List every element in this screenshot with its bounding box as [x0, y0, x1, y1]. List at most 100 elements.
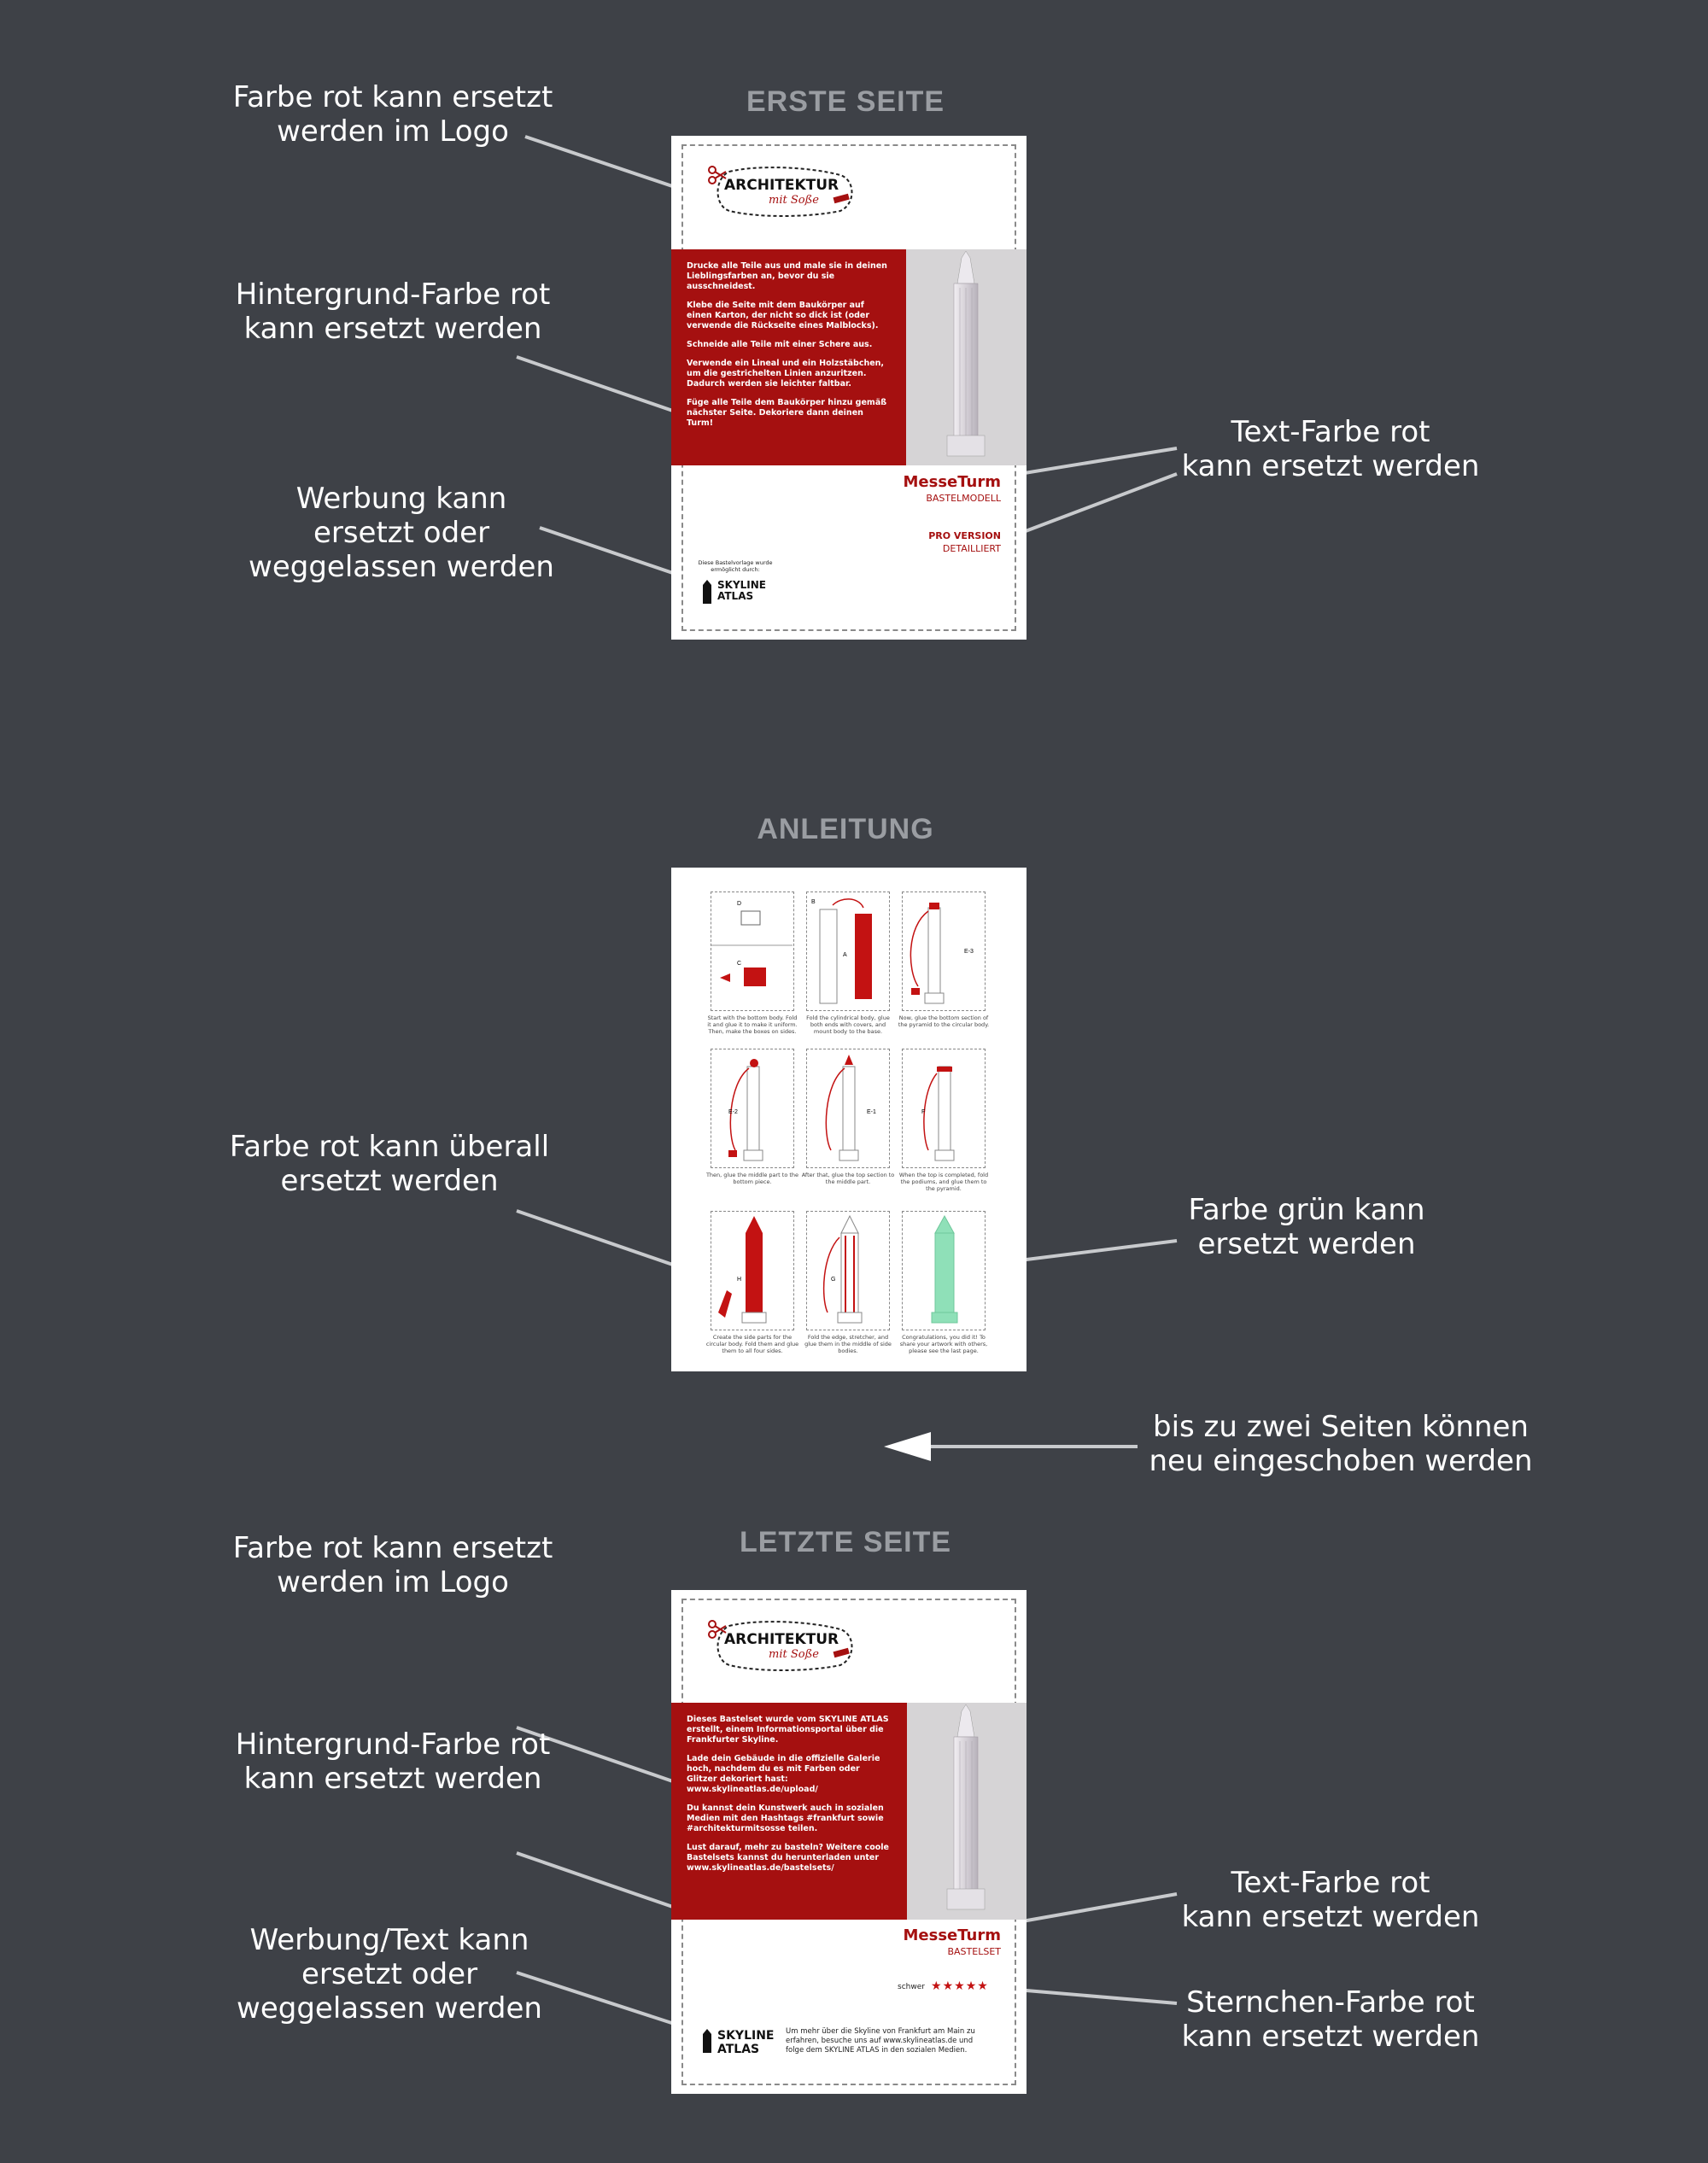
- step-illustration: [910, 903, 945, 1004]
- section-title-instructions: ANLEITUNG: [757, 813, 934, 845]
- logo-graphic: [708, 1620, 853, 1671]
- note-first-ad: Werbung kann ersetzt oder weggelassen we…: [231, 482, 572, 584]
- note-line: weggelassen werden: [249, 550, 554, 584]
- skyline-atlas-icon: [703, 580, 711, 604]
- part-label: H: [737, 1277, 742, 1283]
- note-line: werden im Logo: [277, 1565, 509, 1599]
- logo-word: ATLAS: [717, 590, 754, 602]
- star-icon: ★: [942, 1979, 955, 1992]
- note-line: Farbe rot kann überall: [229, 1130, 550, 1164]
- note-line: kann ersetzt werden: [1181, 2020, 1480, 2054]
- note-line: Hintergrund-Farbe rot: [235, 278, 551, 312]
- note-instructions-red: Farbe rot kann überall ersetzt werden: [219, 1130, 560, 1198]
- step-caption: When the top is completed, fold the podi…: [898, 1172, 989, 1192]
- step-illustration: [931, 1214, 958, 1324]
- messeturm-model-image: [946, 250, 986, 457]
- note-last-stars: Sternchen-Farbe rot kann ersetzt werden: [1160, 1985, 1501, 2054]
- instructions-page-preview: D C B A E-3 Start with the bottom body. …: [671, 868, 1027, 1371]
- note-last-ad: Werbung/Text kann ersetzt oder weggelass…: [219, 1923, 560, 2026]
- sponsor-note: Diese Bastelvorlage wurde ermöglicht dur…: [698, 559, 773, 573]
- note-first-background: Hintergrund-Farbe rot kann ersetzt werde…: [222, 278, 564, 346]
- paragraph: Verwende ein Lineal und ein Holzstäbchen…: [687, 359, 885, 389]
- note-line: Text-Farbe rot: [1231, 1866, 1430, 1900]
- step-caption: Create the side parts for the circular b…: [705, 1334, 799, 1354]
- first-page-preview: ARCHITEKTUR mit Soße Drucke alle Teile a…: [671, 136, 1027, 640]
- step-illustration: [728, 1059, 763, 1161]
- star-icon: ★: [965, 1979, 978, 1992]
- step-cell-2: B A: [806, 892, 890, 1011]
- note-line: ersetzt werden: [280, 1164, 499, 1198]
- step-caption: Start with the bottom body. Fold it and …: [707, 1014, 798, 1035]
- note-last-background: Hintergrund-Farbe rot kann ersetzt werde…: [222, 1727, 564, 1796]
- note-line: ersetzt oder: [301, 1957, 478, 1991]
- step-cell-3: E-3: [902, 892, 986, 1011]
- step-cell-8: G: [806, 1211, 890, 1330]
- step-caption: Fold the edge, stretcher, and glue them …: [804, 1334, 892, 1354]
- scissors-icon: [708, 1620, 727, 1639]
- step-cell-6: F: [902, 1049, 986, 1168]
- scissors-icon: [708, 166, 727, 184]
- last-page-preview: ARCHITEKTUR mit Soße Dieses Bastelset wu…: [671, 1590, 1027, 2094]
- logo-graphic: [708, 166, 853, 217]
- info-red-box: Dieses Bastelset wurde vom SKYLINE ATLAS…: [671, 1703, 907, 1920]
- note-line: kann ersetzt werden: [1181, 1900, 1480, 1934]
- note-instructions-green: Farbe grün kann ersetzt werden: [1136, 1193, 1477, 1261]
- part-label: E-3: [964, 949, 974, 955]
- step-cell-5: E-1: [806, 1049, 890, 1168]
- note-line: bis zu zwei Seiten können: [1153, 1410, 1529, 1444]
- star-icon: ★: [954, 1979, 966, 1992]
- star-icon: ★: [977, 1979, 989, 1992]
- step-caption: Congratulations, you did it! To share yo…: [899, 1334, 988, 1354]
- part-label: G: [831, 1277, 836, 1283]
- skyline-atlas-logo: SKYLINE ATLAS: [717, 580, 766, 602]
- model-title: MesseTurm: [903, 473, 1001, 491]
- step-caption: Fold the cylindrical body, glue both end…: [806, 1014, 890, 1035]
- note-line: Werbung/Text kann: [249, 1923, 529, 1957]
- step-illustration: [825, 1055, 859, 1161]
- part-label: A: [843, 952, 847, 958]
- part-label: D: [737, 901, 742, 907]
- note-line: Text-Farbe rot: [1231, 415, 1430, 449]
- step-illustration: [819, 898, 872, 1004]
- logo-word: ATLAS: [717, 2043, 760, 2056]
- note-last-logo: Farbe rot kann ersetzt werden im Logo: [222, 1531, 564, 1599]
- logo-word: SKYLINE: [717, 2029, 775, 2043]
- skyline-atlas-icon: [703, 2029, 711, 2053]
- paragraph: Drucke alle Teile aus und male sie in de…: [687, 261, 887, 291]
- note-line: ersetzt werden: [1197, 1227, 1416, 1261]
- note-line: kann ersetzt werden: [243, 1762, 542, 1796]
- architektur-logo: ARCHITEKTUR mit Soße: [705, 1616, 857, 1675]
- paragraph: Füge alle Teile dem Baukörper hinzu gemä…: [687, 398, 887, 428]
- difficulty-label: schwer: [898, 1983, 925, 1991]
- note-insert-pages: bis zu zwei Seiten können neu eingeschob…: [1144, 1410, 1537, 1478]
- paragraph: Schneide alle Teile mit einer Schere aus…: [687, 340, 873, 349]
- step-illustration: [711, 910, 793, 986]
- part-label: C: [737, 961, 742, 967]
- step-caption: Now, glue the bottom section of the pyra…: [898, 1014, 990, 1028]
- logo-line-2: mit Soße: [769, 194, 819, 207]
- step-illustration: [822, 1214, 863, 1324]
- paragraph: Du kannst dein Kunstwerk auch in soziale…: [687, 1803, 884, 1833]
- note-first-logo: Farbe rot kann ersetzt werden im Logo: [222, 80, 564, 149]
- model-subtitle: BASTELMODELL: [926, 493, 1001, 504]
- skyline-atlas-logo: SKYLINE ATLAS: [717, 2029, 774, 2056]
- logo-line-1: ARCHITEKTUR: [724, 177, 839, 194]
- version-detail: DETAILLIERT: [942, 543, 1001, 554]
- logo-line-1: ARCHITEKTUR: [724, 1631, 839, 1648]
- part-label: E-1: [867, 1109, 876, 1115]
- architektur-logo: ARCHITEKTUR mit Soße: [705, 161, 857, 221]
- part-label: E-2: [728, 1109, 738, 1115]
- version-label: PRO VERSION: [928, 530, 1001, 541]
- section-title-first-page: ERSTE SEITE: [746, 85, 945, 118]
- step-cell-7: H: [711, 1211, 794, 1330]
- model-title: MesseTurm: [903, 1926, 1001, 1944]
- step-cell-4: E-2: [711, 1049, 794, 1168]
- note-line: Farbe rot kann ersetzt: [232, 1531, 553, 1565]
- footer-text: Um mehr über die Skyline von Frankfurt a…: [786, 2027, 975, 2055]
- paragraph: Dieses Bastelset wurde vom SKYLINE ATLAS…: [687, 1715, 889, 1745]
- messeturm-model-image: [946, 1704, 986, 1910]
- paragraph: Lade dein Gebäude in die offizielle Gale…: [687, 1754, 880, 1794]
- note-line: Werbung kann: [295, 482, 507, 516]
- note-line: weggelassen werden: [237, 1991, 542, 2026]
